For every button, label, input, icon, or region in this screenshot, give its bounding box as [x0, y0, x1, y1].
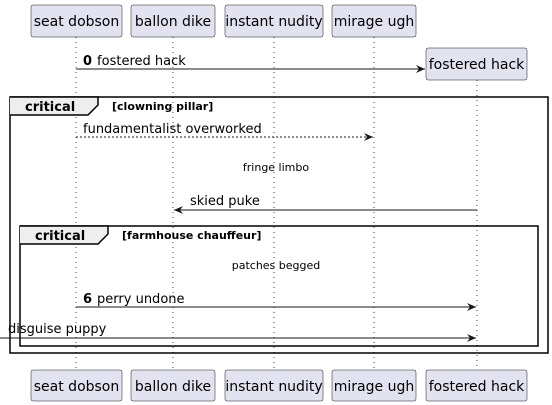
participant-fostered-hack-created[interactable]: fostered hack	[425, 47, 528, 81]
frame-inner-critical: critical [farmhouse chauffeur]	[19, 225, 539, 347]
frame-condition: [clowning pillar]	[112, 100, 213, 113]
participants-top: seat dobson ballon dike instant nudity m…	[30, 4, 528, 81]
participant-label: mirage ugh	[334, 14, 414, 30]
participant-label: instant nudity	[225, 379, 322, 395]
message-4: disguise puppy	[0, 322, 476, 342]
message-label: fundamentalist overworked	[83, 122, 262, 137]
participant-label: ballon dike	[135, 379, 211, 395]
participant-seat-dobson[interactable]: seat dobson	[30, 4, 123, 38]
divider-patches-begged: patches begged	[232, 259, 321, 272]
participant-ballon-dike-bottom[interactable]: ballon dike	[130, 369, 216, 402]
participant-label: ballon dike	[135, 14, 211, 30]
participants-bottom: seat dobson ballon dike instant nudity m…	[30, 369, 528, 402]
frame-title: critical	[25, 100, 75, 115]
participant-label: fostered hack	[429, 57, 525, 73]
participant-ballon-dike[interactable]: ballon dike	[130, 4, 216, 38]
message-label: skied puke	[190, 194, 260, 209]
message-1: fundamentalist overworked	[76, 122, 373, 141]
participant-fostered-hack-bottom[interactable]: fostered hack	[425, 369, 528, 402]
lifelines	[75, 37, 478, 370]
participant-label: mirage ugh	[334, 379, 414, 395]
participant-label: seat dobson	[34, 14, 120, 30]
participant-instant-nudity-bottom[interactable]: instant nudity	[224, 369, 324, 402]
participant-seat-dobson-bottom[interactable]: seat dobson	[30, 369, 123, 402]
participant-mirage-ugh[interactable]: mirage ugh	[331, 4, 417, 38]
participant-label: instant nudity	[225, 14, 322, 30]
participant-mirage-ugh-bottom[interactable]: mirage ugh	[331, 369, 417, 402]
participant-instant-nudity[interactable]: instant nudity	[224, 4, 324, 38]
frame-title: critical	[35, 229, 85, 244]
message-2: skied puke	[174, 194, 477, 214]
frame-outer-critical: critical [clowning pillar]	[9, 96, 549, 354]
divider-fringe-limbo: fringe limbo	[243, 161, 309, 174]
participant-label: seat dobson	[34, 379, 120, 395]
frame-condition: [farmhouse chauffeur]	[122, 229, 261, 242]
message-label: disguise puppy	[8, 322, 107, 337]
participant-label: fostered hack	[429, 379, 525, 395]
